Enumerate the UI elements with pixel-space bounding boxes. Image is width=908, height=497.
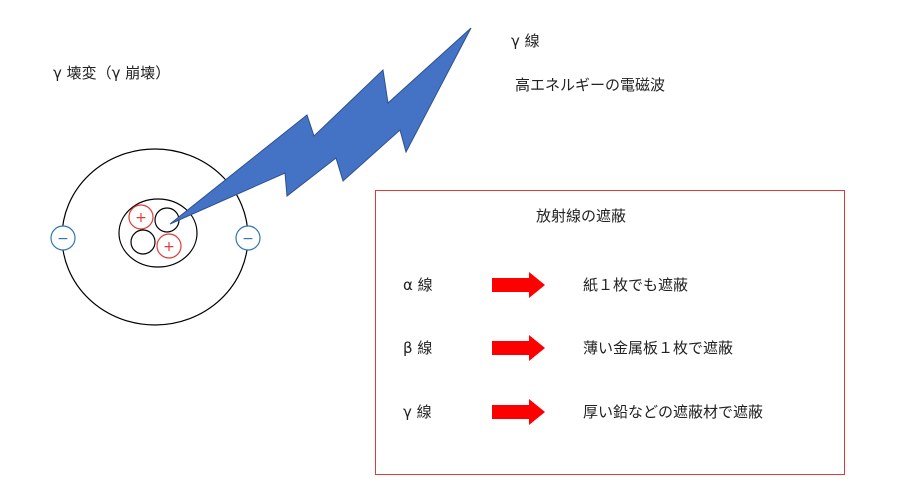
neutron-bottom (130, 229, 156, 255)
proton-top (128, 204, 154, 230)
proton-top-sign: + (135, 210, 147, 226)
gamma-ray-lightning (169, 27, 472, 225)
electron-right-sign: − (242, 231, 254, 247)
decay-title: γ 壊変（γ 崩壊） (53, 64, 171, 82)
shielding-title: 放射線の遮蔽 (536, 207, 627, 225)
electron-left-sign: − (57, 231, 69, 247)
gamma-shield-text: 厚い鉛などの遮蔽材で遮蔽 (583, 403, 764, 421)
gamma-ray-row-label: γ 線 (403, 403, 432, 421)
alpha-arrow (492, 272, 545, 298)
atom-orbit (61, 148, 249, 326)
beta-shield-text: 薄い金属板１枚で遮蔽 (583, 339, 734, 357)
gamma-ray-description: 高エネルギーの電磁波 (515, 76, 666, 94)
alpha-ray-label: α 線 (403, 276, 433, 294)
proton-bottom-sign: + (163, 239, 175, 255)
gamma-ray-label: γ 線 (511, 32, 540, 50)
alpha-shield-text: 紙１枚でも遮蔽 (583, 276, 689, 294)
beta-ray-label: β 線 (403, 339, 433, 357)
gamma-arrow (492, 399, 545, 425)
electron-left (50, 225, 76, 251)
electron-right (235, 225, 261, 251)
shielding-box (375, 190, 845, 475)
proton-bottom (156, 233, 182, 259)
nucleus-boundary (118, 198, 198, 268)
beta-arrow (492, 335, 545, 361)
